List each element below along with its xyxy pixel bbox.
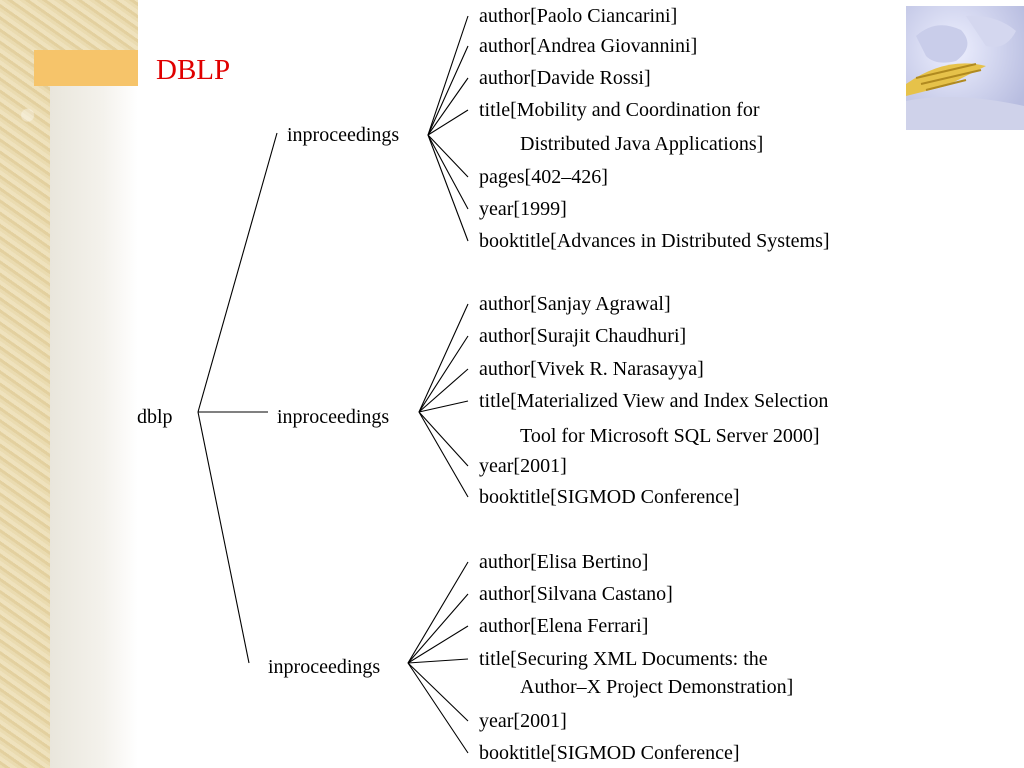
sidebar-shadow bbox=[50, 85, 138, 768]
edge-to-field bbox=[427, 77, 469, 136]
edge-to-field bbox=[427, 15, 469, 136]
field-leaf: title[Materialized View and Index Select… bbox=[479, 390, 828, 412]
field-leaf: author[Surajit Chaudhuri] bbox=[479, 325, 686, 347]
edge-to-field bbox=[407, 625, 469, 664]
field-leaf: year[2001] bbox=[479, 710, 567, 732]
field-leaf: Tool for Microsoft SQL Server 2000] bbox=[520, 425, 819, 447]
field-leaf: author[Sanjay Agrawal] bbox=[479, 293, 671, 315]
inproceedings-node: inproceedings bbox=[277, 406, 389, 428]
edge-to-field bbox=[418, 335, 469, 413]
root-node-dblp: dblp bbox=[137, 406, 173, 428]
edge-to-field bbox=[427, 134, 469, 178]
edge-to-field bbox=[407, 662, 469, 722]
edge-to-field bbox=[407, 658, 469, 664]
edge-root-to-inproceedings bbox=[197, 132, 278, 413]
field-leaf: author[Andrea Giovannini] bbox=[479, 35, 697, 57]
edge-to-field bbox=[427, 109, 469, 136]
edge-to-field bbox=[407, 561, 469, 664]
field-leaf: booktitle[SIGMOD Conference] bbox=[479, 486, 740, 508]
decorative-globe-image bbox=[906, 6, 1024, 130]
field-leaf: author[Paolo Ciancarini] bbox=[479, 5, 677, 27]
field-leaf: year[1999] bbox=[479, 198, 567, 220]
field-leaf: Author–X Project Demonstration] bbox=[520, 676, 793, 698]
field-leaf: author[Elisa Bertino] bbox=[479, 551, 648, 573]
edge-to-field bbox=[418, 411, 469, 498]
edge-to-field bbox=[407, 593, 469, 664]
field-leaf: year[2001] bbox=[479, 455, 567, 477]
field-leaf: title[Mobility and Coordination for bbox=[479, 99, 760, 121]
edge-to-field bbox=[418, 411, 469, 467]
inproceedings-node: inproceedings bbox=[268, 656, 380, 678]
edge-to-field bbox=[418, 368, 469, 413]
inproceedings-node: inproceedings bbox=[287, 124, 399, 146]
field-leaf: title[Securing XML Documents: the bbox=[479, 648, 768, 670]
slide-title: DBLP bbox=[156, 54, 231, 86]
field-leaf: pages[402–426] bbox=[479, 166, 608, 188]
field-leaf: booktitle[Advances in Distributed System… bbox=[479, 230, 830, 252]
field-leaf: author[Silvana Castano] bbox=[479, 583, 673, 605]
edge-to-field bbox=[427, 134, 469, 210]
edge-to-field bbox=[418, 303, 469, 413]
edge-root-to-inproceedings bbox=[197, 411, 250, 664]
field-leaf: Distributed Java Applications] bbox=[520, 133, 763, 155]
edge-to-field bbox=[407, 662, 469, 754]
field-leaf: booktitle[SIGMOD Conference] bbox=[479, 742, 740, 764]
field-leaf: author[Davide Rossi] bbox=[479, 67, 651, 89]
field-leaf: author[Vivek R. Narasayya] bbox=[479, 358, 704, 380]
field-leaf: author[Elena Ferrari] bbox=[479, 615, 648, 637]
title-accent-band bbox=[34, 50, 138, 86]
edge-to-field bbox=[427, 45, 469, 136]
edge-to-field bbox=[427, 134, 469, 242]
edge-to-field bbox=[418, 400, 469, 413]
